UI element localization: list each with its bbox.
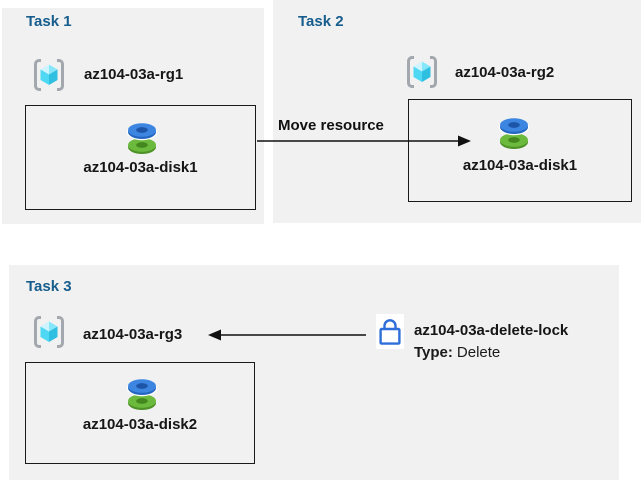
disk-icon	[496, 115, 532, 150]
lock-name-label: az104-03a-delete-lock	[414, 322, 569, 339]
resource-group-icon	[405, 54, 439, 90]
lock-type-key: Type:	[414, 344, 453, 361]
disk-icon	[124, 376, 160, 411]
resource-group-icon	[32, 314, 66, 350]
task1-disk-label: az104-03a-disk1	[83, 159, 198, 176]
task2-disk-label: az104-03a-disk1	[462, 157, 578, 174]
resource-group-icon	[32, 57, 66, 93]
task3-disk-label: az104-03a-disk2	[82, 416, 198, 433]
task2-panel	[273, 0, 641, 223]
task2-title: Task 2	[298, 13, 344, 30]
task2-resource-box	[408, 99, 632, 202]
task1-resource-group-label: az104-03a-rg1	[84, 66, 184, 83]
task1-title: Task 1	[26, 13, 72, 30]
lock-type-label: Type:Delete	[414, 344, 500, 361]
task1-resource-box	[25, 105, 256, 210]
task1-panel	[2, 8, 264, 224]
disk-icon	[124, 120, 160, 155]
task3-resource-group-label: az104-03a-rg3	[83, 326, 183, 343]
move-arrow-label: Move resource	[278, 117, 384, 134]
task3-panel	[9, 265, 619, 480]
task2-resource-group-label: az104-03a-rg2	[455, 64, 555, 81]
task3-title: Task 3	[26, 278, 72, 295]
task3-resource-box	[25, 362, 255, 464]
lock-type-value: Delete	[456, 344, 501, 361]
lock-icon	[376, 314, 404, 349]
